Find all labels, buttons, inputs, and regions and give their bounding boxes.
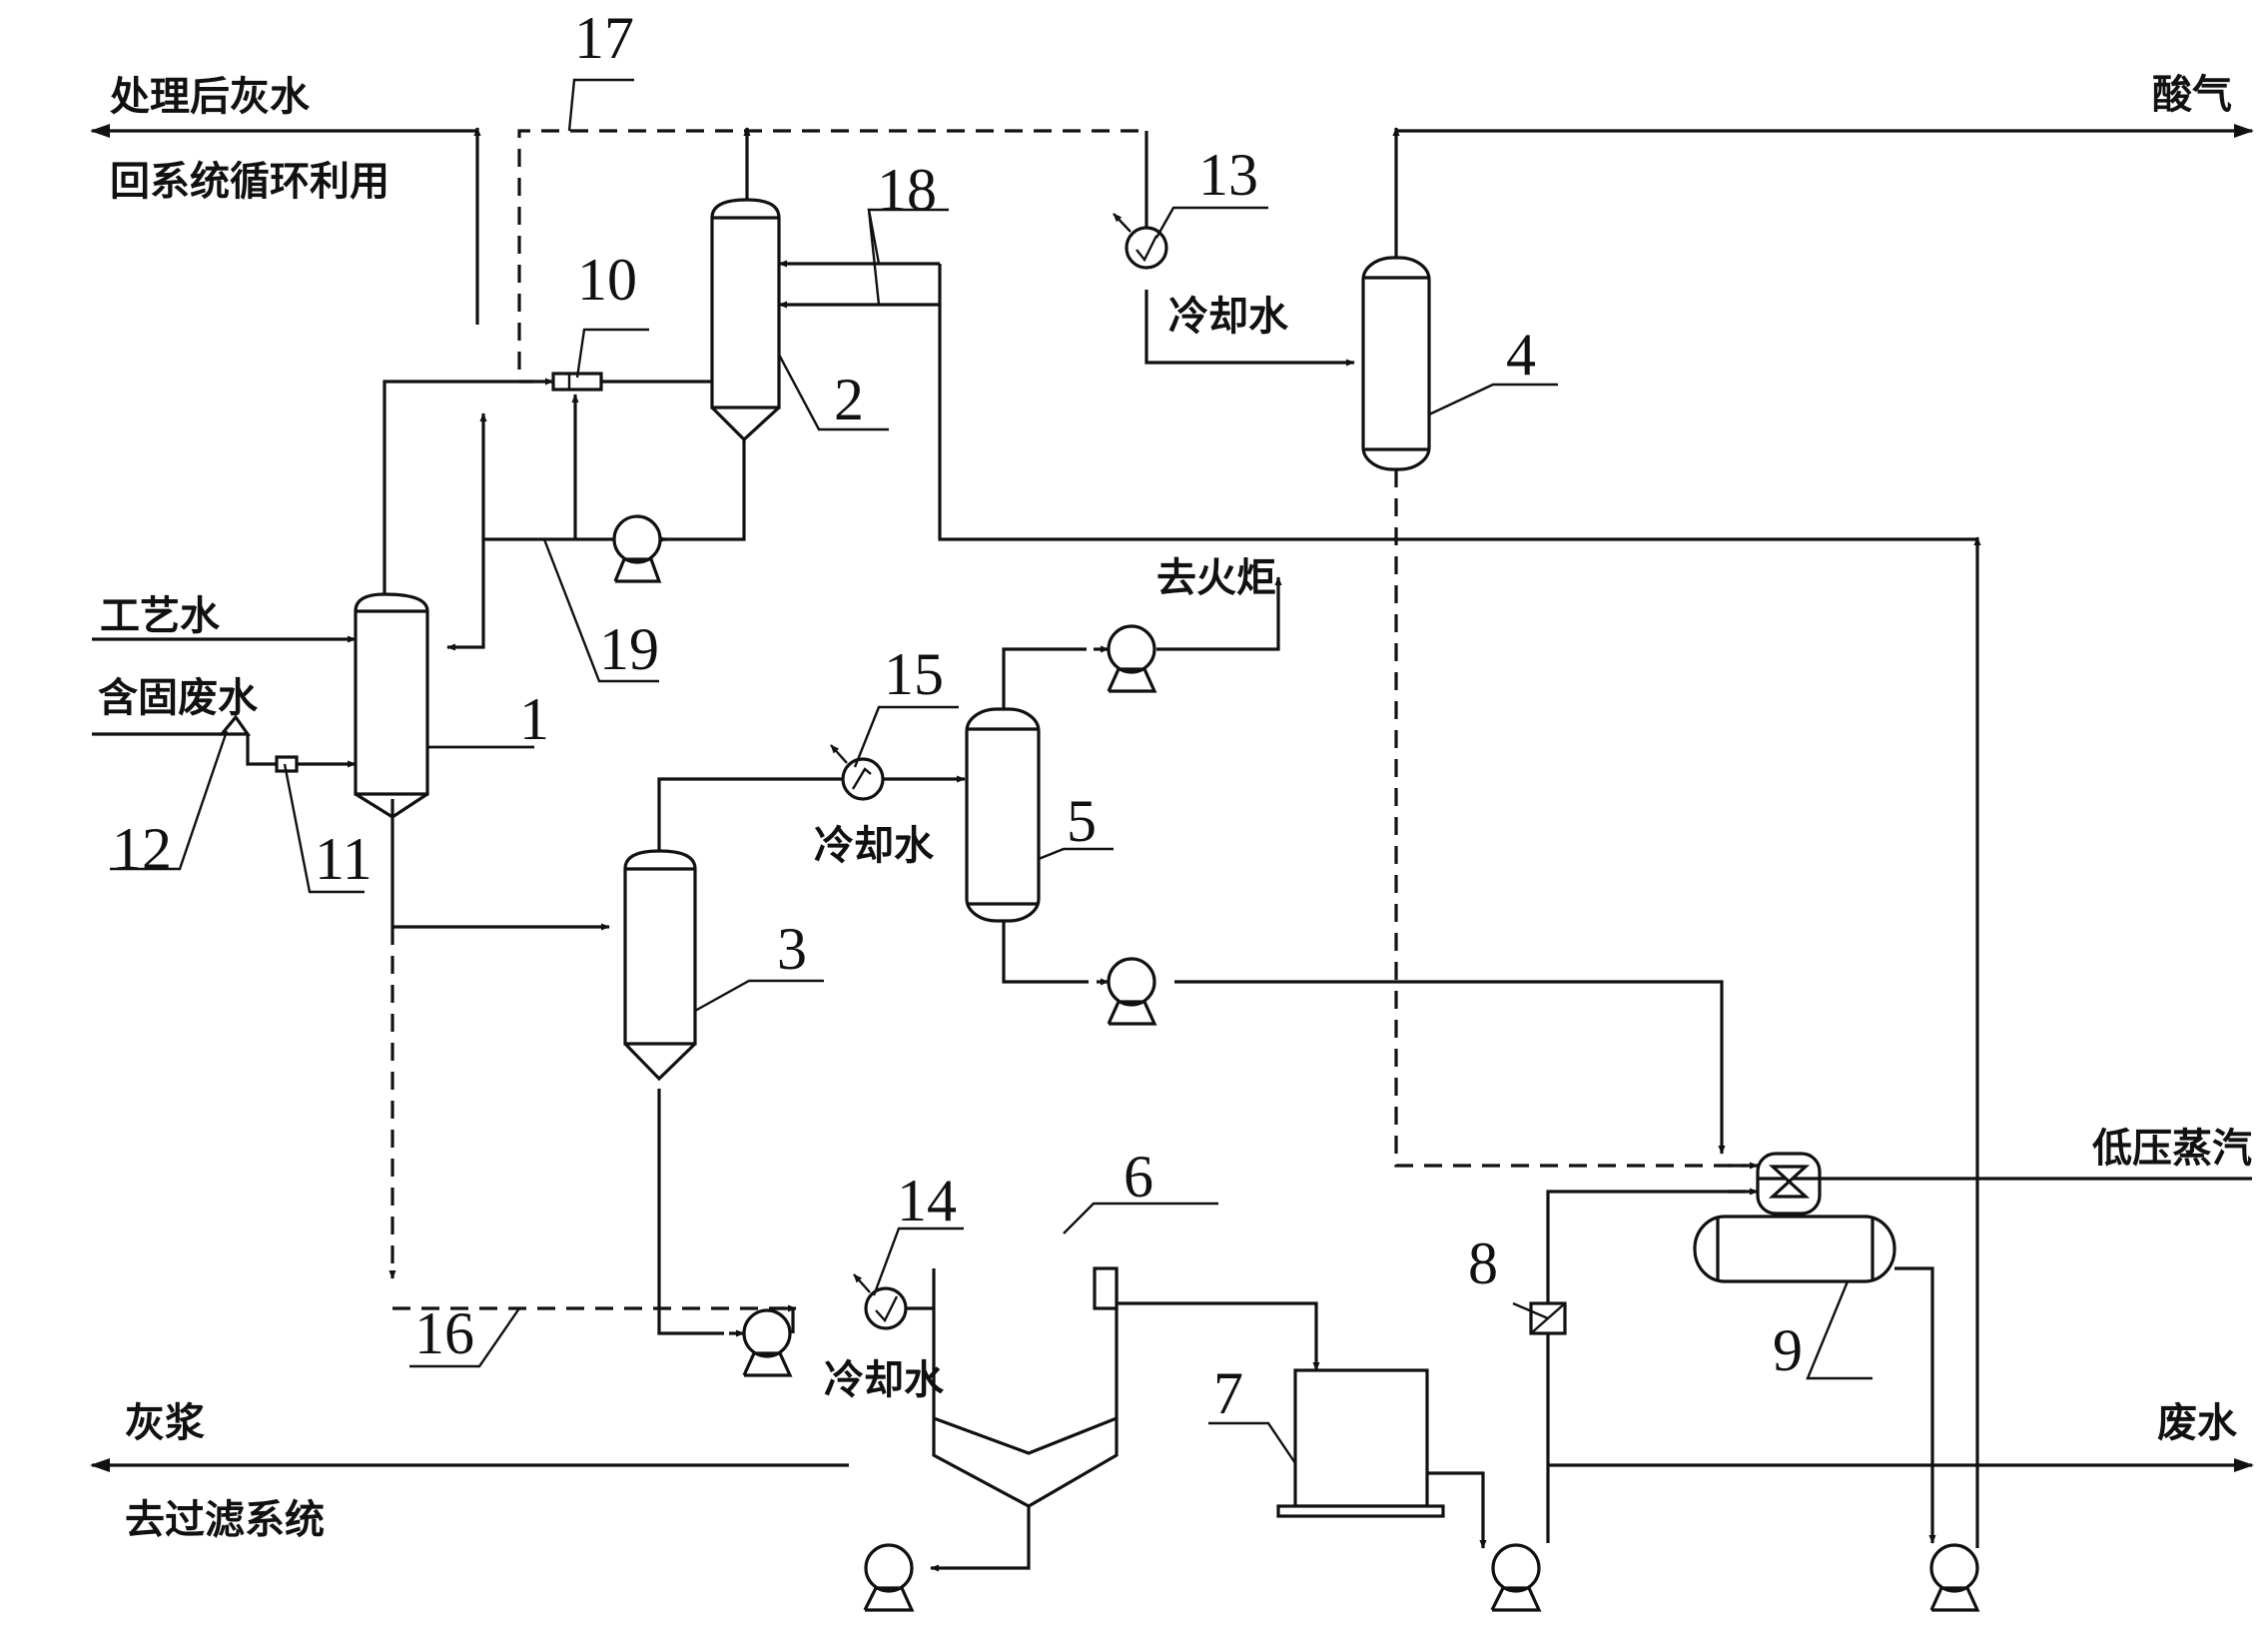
cooling-water-13-label: 冷却水 <box>1168 294 1289 340</box>
condenser-14 <box>853 1273 908 1330</box>
vessel-1 <box>354 592 429 819</box>
ref-number-14: 14 <box>897 1168 957 1233</box>
ref-number-13: 13 <box>1198 142 1258 208</box>
reboiler-9 <box>1693 1152 1896 1283</box>
condenser-15 <box>830 744 885 801</box>
settling-tank-6 <box>932 1266 1119 1508</box>
ref-number-7: 7 <box>1213 1360 1243 1426</box>
to-filter-label: 去过滤系统 <box>125 1497 325 1543</box>
ref-number-18: 18 <box>877 157 937 223</box>
pump-9 <box>1929 1543 1980 1612</box>
cooling-water-14-label: 冷却水 <box>824 1357 945 1403</box>
ref-number-6: 6 <box>1124 1144 1153 1210</box>
vessel-2 <box>710 198 781 442</box>
vessel-4 <box>1361 256 1431 471</box>
cooling-water-15-label: 冷却水 <box>814 823 935 869</box>
leader-lines <box>110 78 1873 1464</box>
ref-number-15: 15 <box>884 641 944 707</box>
ref-number-12: 12 <box>112 816 172 882</box>
solid-wastewater-label: 含固废水 <box>98 675 259 721</box>
ref-number-10: 10 <box>577 247 637 313</box>
pump-19 <box>612 514 662 583</box>
ref-number-11: 11 <box>315 826 373 892</box>
treated-water-label: 处理后灰水 <box>110 74 311 120</box>
vessel-3 <box>623 849 697 1082</box>
wastewater-label: 废水 <box>2157 1400 2238 1446</box>
process-water-label: 工艺水 <box>100 593 221 639</box>
recycle-label: 回系统循环利用 <box>110 159 389 205</box>
ref-number-1: 1 <box>519 686 549 752</box>
tank-7 <box>1276 1368 1445 1518</box>
pump-6 <box>863 1543 915 1612</box>
ref-number-2: 2 <box>834 367 864 432</box>
ash-slurry-label: 灰浆 <box>125 1400 205 1446</box>
lp-steam-label: 低压蒸汽 <box>2092 1126 2252 1172</box>
pump-flare <box>1107 624 1157 693</box>
condenser-13 <box>1113 213 1168 270</box>
pump-5 <box>1107 957 1157 1026</box>
ref-number-16: 16 <box>414 1300 474 1366</box>
acid-gas-label: 酸气 <box>2152 72 2232 118</box>
ref-number-5: 5 <box>1067 788 1097 854</box>
ref-number-4: 4 <box>1506 322 1536 388</box>
to-flare-label: 去火炬 <box>1156 555 1276 601</box>
pump-7 <box>1490 1543 1542 1612</box>
ref-number-17: 17 <box>574 5 634 71</box>
funnel-12 <box>218 714 252 736</box>
vessel-5 <box>965 707 1041 923</box>
ref-number-3: 3 <box>777 916 807 982</box>
ref-number-19: 19 <box>599 616 659 682</box>
process-lines <box>90 124 2254 1572</box>
ref-number-8: 8 <box>1468 1230 1498 1296</box>
pump-3 <box>742 1308 793 1377</box>
ref-number-9: 9 <box>1773 1317 1803 1383</box>
